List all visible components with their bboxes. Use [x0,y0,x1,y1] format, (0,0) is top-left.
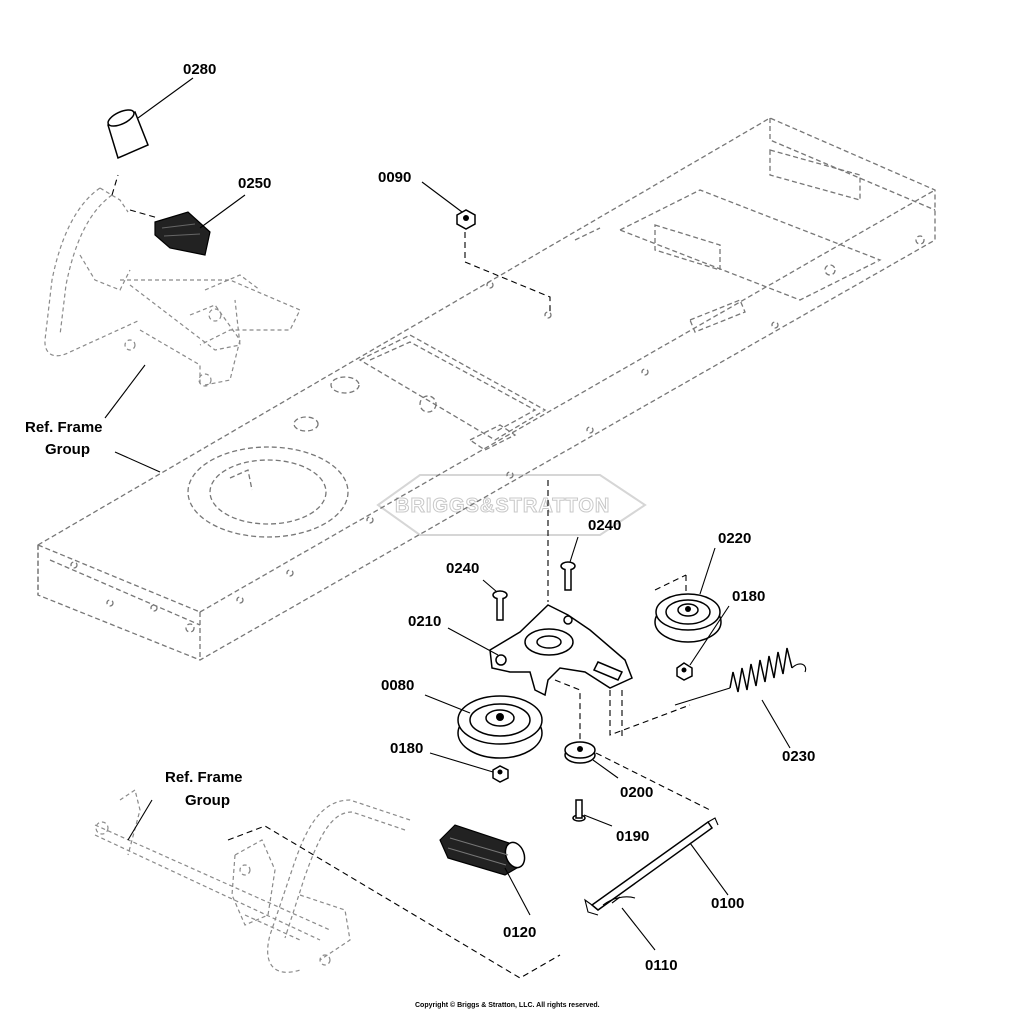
callout-0220: 0220 [718,530,751,547]
part-0230-spring[interactable] [674,647,807,706]
callout-0240-left: 0240 [446,560,479,577]
part-0280-grip[interactable] [106,107,149,160]
ref-frame-group-upper-line2: Group [45,441,90,458]
callout-0110: 0110 [645,957,678,974]
part-0180-nut-left[interactable] [492,765,509,783]
ref-frame-group-lower-line2: Group [185,792,230,809]
ref-frame-group-lower-line1: Ref. Frame [165,769,243,786]
part-0110-clip[interactable] [602,896,636,906]
part-0120-grip[interactable] [439,824,528,876]
part-0240-bolt-left[interactable] [492,590,508,621]
callout-0120: 0120 [503,924,536,941]
callout-0230: 0230 [782,748,815,765]
copyright-notice: Copyright © Briggs & Stratton, LLC. All … [415,1001,600,1009]
part-0240-bolt-right[interactable] [560,561,576,591]
part-0210-bracket[interactable] [489,604,633,697]
callout-0250: 0250 [238,175,271,192]
ref-frame-group-upper-line1: Ref. Frame [25,419,103,436]
callout-0090: 0090 [378,169,411,186]
reference-labels: Ref. Frame Group Ref. Frame Group [25,419,243,809]
part-0200-spacer[interactable] [564,741,596,764]
callout-0180-left: 0180 [390,740,423,757]
watermark: BRIGGS&STRATTON [376,474,647,536]
assembly-lines [111,174,711,979]
part-0250-pad[interactable] [154,211,211,256]
part-0180-nut-right[interactable] [676,662,693,681]
watermark-text: BRIGGS&STRATTON [395,495,610,517]
callout-0180-right: 0180 [732,588,765,605]
leader-lines [104,77,791,951]
part-0220-pulley[interactable] [654,593,722,643]
part-0090-nut[interactable] [456,209,476,230]
part-0080-pulley[interactable] [457,695,543,759]
ref-frame-group-upper [44,187,301,387]
callout-0200: 0200 [620,784,653,801]
callout-0190: 0190 [616,828,649,845]
callout-0080: 0080 [381,677,414,694]
callout-0100: 0100 [711,895,744,912]
part-0190-bolt[interactable] [572,799,586,822]
callout-0210: 0210 [408,613,441,630]
ref-frame-group-lower [94,789,411,973]
main-frame [37,117,936,661]
callout-0240-right: 0240 [588,517,621,534]
callout-labels: 0280 0250 0090 0240 0240 0220 0210 0180 … [183,61,815,974]
part-0100-rod[interactable] [584,817,719,916]
callout-0280: 0280 [183,61,216,78]
